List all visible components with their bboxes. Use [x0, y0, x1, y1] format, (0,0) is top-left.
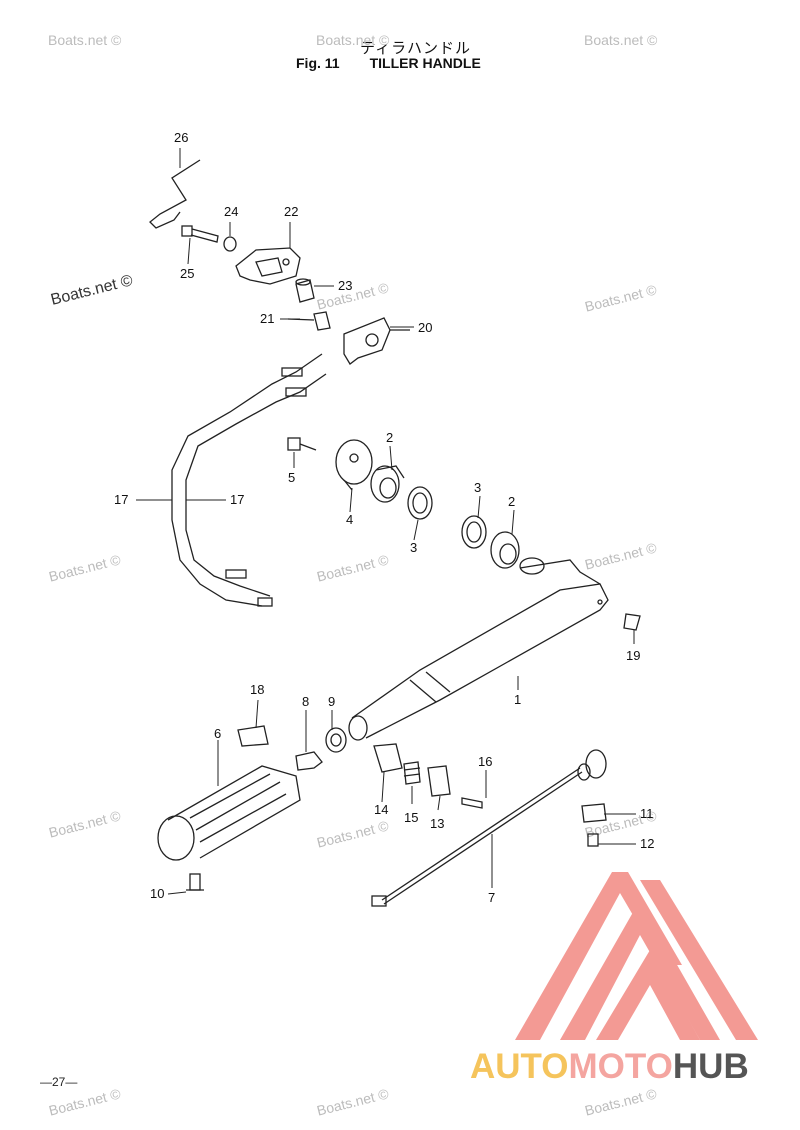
- throttle-bracket-part: [235, 247, 301, 285]
- callout-12: 12: [640, 836, 654, 851]
- bolt-part: [181, 225, 219, 243]
- callout-labels: 26 24 22 25 23 21 20 2 2 3 3 4 5 17 17 1…: [114, 130, 654, 905]
- screw-part: [587, 833, 599, 847]
- friction-plate-part: [335, 439, 373, 491]
- callout-9: 9: [328, 694, 335, 709]
- callout-18: 18: [250, 682, 264, 697]
- callout-17: 17: [114, 492, 128, 507]
- throttle-shaft-part: [371, 749, 607, 907]
- callout-16: 16: [478, 754, 492, 769]
- sticker-part: [237, 725, 269, 747]
- screw-part: [287, 311, 331, 331]
- clamp-part: [427, 765, 451, 797]
- plate-part: [581, 803, 607, 823]
- watermark: Boats.net ©: [316, 32, 390, 48]
- page-number: —27—: [40, 1075, 78, 1089]
- callout-3: 3: [410, 540, 417, 555]
- nut-part: [295, 751, 323, 771]
- callout-6: 6: [214, 726, 221, 741]
- callout-7: 7: [488, 890, 495, 905]
- brand-wordmark: AUTOMOTOHUB: [470, 1047, 749, 1087]
- title-english: Fig. 11 TILLER HANDLE: [296, 55, 511, 71]
- figure-title: TILLER HANDLE: [369, 55, 481, 71]
- callout-10: 10: [150, 886, 164, 901]
- callout-17: 17: [230, 492, 244, 507]
- callout-8: 8: [302, 694, 309, 709]
- watermark: Boats.net ©: [48, 32, 122, 48]
- callout-20: 20: [418, 320, 432, 335]
- brand-part-hub: HUB: [672, 1047, 749, 1086]
- plate-part: [343, 317, 410, 365]
- throttle-grip-part: [157, 765, 301, 861]
- callout-2: 2: [386, 430, 393, 445]
- callout-11: 11: [640, 806, 654, 821]
- guide-part: [373, 743, 403, 773]
- brand-part-auto: AUTO: [470, 1047, 569, 1086]
- callout-22: 22: [284, 204, 298, 219]
- bolt-part: [287, 437, 317, 451]
- washer-part: [461, 515, 487, 549]
- callout-2: 2: [508, 494, 515, 509]
- bushing-part: [370, 465, 405, 503]
- cap-part: [325, 727, 347, 753]
- callout-3: 3: [474, 480, 481, 495]
- title-japanese: ティラハンドル: [360, 39, 471, 57]
- callout-15: 15: [404, 810, 418, 825]
- throttle-cable-part: [171, 353, 327, 607]
- callout-14: 14: [374, 802, 388, 817]
- callout-4: 4: [346, 512, 353, 527]
- callout-1: 1: [514, 692, 521, 707]
- callout-5: 5: [288, 470, 295, 485]
- callout-25: 25: [180, 266, 194, 281]
- callout-19: 19: [626, 648, 640, 663]
- spring-part: [403, 761, 421, 785]
- callout-24: 24: [224, 204, 238, 219]
- washer-part: [223, 236, 237, 252]
- figure-number: Fig. 11: [296, 55, 340, 71]
- callout-21: 21: [260, 311, 274, 326]
- brand-logo-icon: [515, 872, 758, 1040]
- callout-26: 26: [174, 130, 188, 145]
- screw-part: [186, 873, 204, 891]
- collar-part: [295, 278, 315, 303]
- brand-part-moto: MOTO: [568, 1047, 673, 1086]
- callout-23: 23: [338, 278, 352, 293]
- bolt-part: [461, 797, 483, 809]
- bushing-part: [490, 531, 520, 569]
- tiller-arm-part: [348, 557, 609, 741]
- callout-13: 13: [430, 816, 444, 831]
- washer-part: [407, 486, 433, 520]
- watermark: Boats.net ©: [584, 32, 658, 48]
- screw-part: [623, 613, 641, 631]
- wire-clip-part: [149, 159, 201, 229]
